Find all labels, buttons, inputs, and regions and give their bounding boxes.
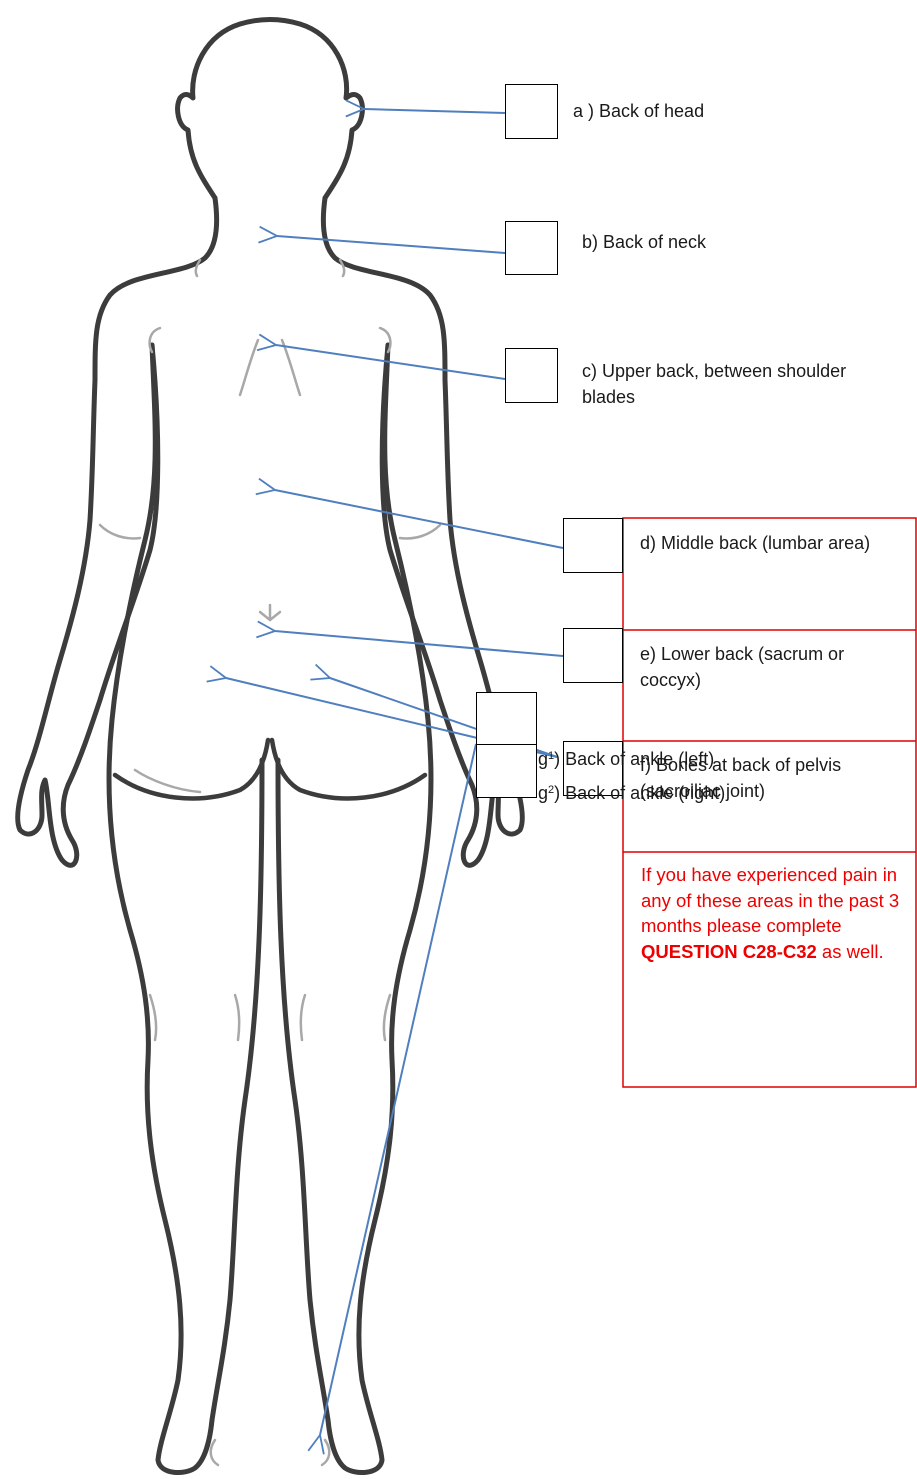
arrow-c: [276, 345, 505, 379]
buttocks-outline: [115, 740, 425, 798]
checkbox-lower-back[interactable]: [563, 628, 623, 683]
checkbox-upper-back[interactable]: [505, 348, 558, 403]
label-upper-back: c) Upper back, between shoulder blades: [582, 358, 852, 410]
arrow-d: [275, 490, 563, 548]
label-lower-back: e) Lower back (sacrum or coccyx): [640, 641, 902, 693]
arrow-b: [277, 236, 505, 253]
arrow-a: [364, 109, 505, 113]
label-back-of-head: a ) Back of head: [573, 98, 704, 124]
label-ankle-right-prefix: g: [538, 783, 548, 803]
note-text-after: as well.: [817, 941, 884, 962]
label-ankle-right: g2) Back of ankle (right): [538, 780, 725, 806]
label-ankle-right-text: ) Back of ankle (right): [554, 783, 725, 803]
note-emphasis: QUESTION C28-C32: [641, 941, 817, 962]
label-back-of-neck: b) Back of neck: [582, 229, 706, 255]
checkbox-back-of-neck[interactable]: [505, 221, 558, 275]
checkbox-back-of-head[interactable]: [505, 84, 558, 139]
label-ankle-left-text: ) Back of ankle (left): [554, 749, 714, 769]
checkbox-ankle-left[interactable]: [476, 692, 537, 746]
label-middle-back: d) Middle back (lumbar area): [640, 530, 902, 556]
label-ankle-left-prefix: g: [538, 749, 548, 769]
note-text-before: If you have experienced pain in any of t…: [641, 864, 899, 936]
instruction-note: If you have experienced pain in any of t…: [641, 862, 911, 964]
checkbox-middle-back[interactable]: [563, 518, 623, 573]
arrow-g: [320, 744, 476, 1435]
label-ankle-right-sup: 2: [548, 784, 554, 796]
checkbox-ankle-right[interactable]: [476, 744, 537, 798]
label-ankle-left-sup: 1: [548, 750, 554, 762]
body-outline: [18, 20, 523, 1473]
label-ankle-left: g1) Back of ankle (left): [538, 746, 714, 772]
body-detail-lines: [100, 260, 440, 1465]
